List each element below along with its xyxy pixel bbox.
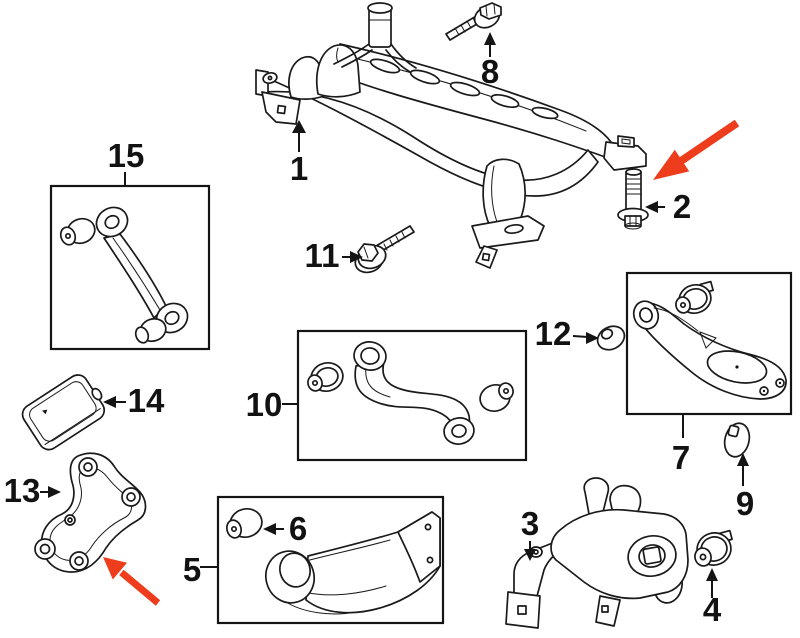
- part-14-cover-drawing: [21, 374, 106, 451]
- leader-3: [524, 541, 536, 561]
- part-label-10: 10: [246, 386, 283, 423]
- part-group-7: [625, 271, 793, 416]
- leader-6: [263, 523, 284, 535]
- part-label-1: 1: [290, 150, 308, 187]
- part-label-13: 13: [4, 472, 41, 509]
- part-3-knuckle-drawing: [505, 477, 689, 629]
- part-label-11: 11: [305, 237, 340, 274]
- part-5-trailing-arm-drawing: [225, 508, 441, 615]
- leader-1: [292, 120, 306, 152]
- leader-4: [706, 568, 718, 598]
- part-group-10: [296, 329, 528, 462]
- part-label-12: 12: [535, 315, 572, 352]
- part-label-5: 5: [183, 551, 201, 588]
- leader-14: [103, 396, 126, 408]
- red-arrow-icon-bolt-2: [653, 119, 740, 180]
- part-9-washer-drawing: [723, 422, 751, 458]
- part-box-10: [296, 329, 528, 462]
- leader-11: [342, 251, 363, 263]
- part-label-9: 9: [736, 485, 754, 522]
- part-label-15: 15: [108, 137, 145, 174]
- red-arrow-icon-bracket-13: [103, 557, 161, 606]
- part-12-washer-drawing: [596, 325, 626, 351]
- part-4-bushing-drawing: [694, 529, 733, 567]
- part-label-7: 7: [672, 439, 690, 476]
- part-group-15: [49, 184, 211, 351]
- part-8-bolt-drawing: [445, 2, 502, 41]
- part-10-upper-arm-drawing: [307, 341, 514, 445]
- part-7-lower-arm-drawing: [632, 280, 787, 400]
- highlight-arrows: [103, 119, 740, 606]
- part-label-4: 4: [703, 591, 722, 628]
- part-2-bolt-drawing: [617, 168, 649, 230]
- leader-13: [40, 486, 61, 498]
- leader-lines: [40, 32, 749, 598]
- part-label-8: 8: [481, 53, 499, 90]
- part-box-15: [49, 184, 211, 351]
- leader-8: [484, 32, 496, 57]
- part-11-bolt-drawing: [354, 225, 415, 274]
- part-15-lateral-arm-drawing: [59, 206, 189, 344]
- part-box-5: [216, 495, 445, 625]
- part-box-7: [625, 271, 793, 416]
- leader-9: [737, 453, 749, 486]
- part-label-6: 6: [289, 510, 307, 547]
- leader-12: [572, 332, 599, 344]
- part-label-14: 14: [128, 382, 165, 419]
- part-label-3: 3: [521, 505, 539, 542]
- leader-2: [645, 201, 665, 213]
- part-1-subframe-drawing: [255, 2, 647, 269]
- part-label-2: 2: [673, 188, 691, 225]
- part-labels: 1 2 3 4 5 6 7 8 9 10 11 12 13 14 15: [4, 53, 755, 628]
- part-13-bracket-drawing: [34, 452, 147, 573]
- part-group-5: [216, 495, 445, 625]
